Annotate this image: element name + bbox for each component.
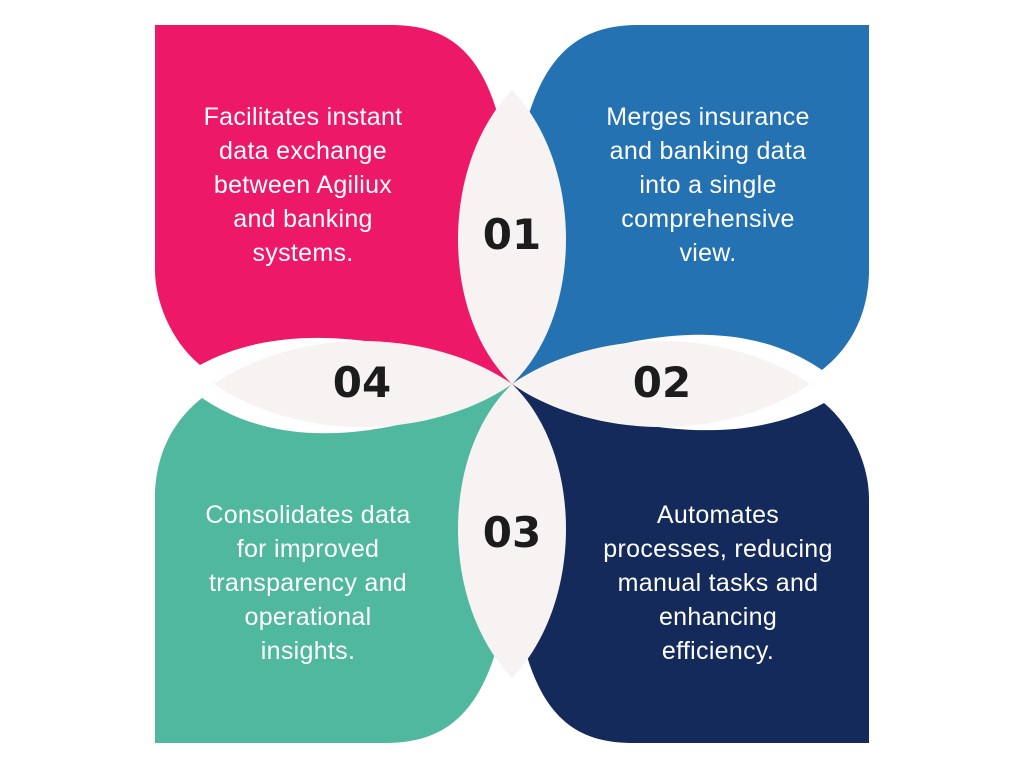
petal-bottom-right [508,384,869,743]
step-04-description: Consolidates data for improved transpare… [205,501,411,665]
step-01-number: 01 [482,210,542,259]
step-04-number: 04 [332,358,392,407]
lens-left [214,340,512,428]
step-02-number: 02 [632,358,692,407]
petal-top-left [155,25,516,384]
step-01-description: Facilitates instant data exchange betwee… [203,103,403,267]
lens-top [458,90,566,384]
lens-bottom [458,384,566,678]
step-02-description: Merges insurance and banking data into a… [606,103,810,267]
lens-right [512,340,810,428]
step-03-number: 03 [482,508,542,557]
petal-top-right [509,25,869,384]
petal-bottom-left [155,384,515,743]
step-03-description: Automates processes, reducing manual tas… [603,501,833,665]
